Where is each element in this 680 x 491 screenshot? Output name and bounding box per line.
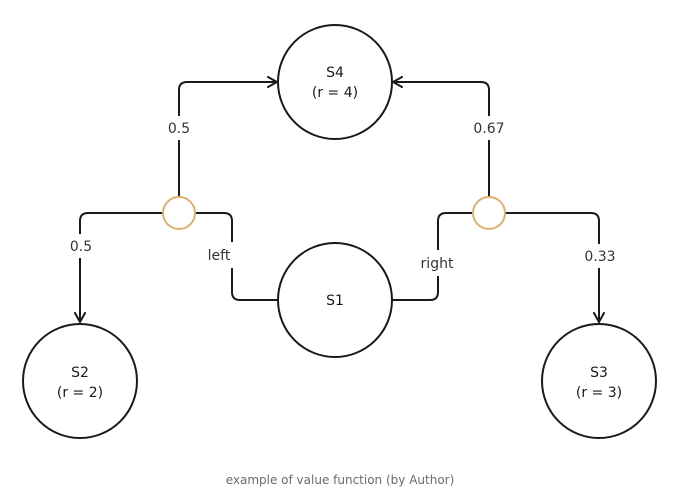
s2-reward: (r = 2): [57, 385, 103, 401]
prob-right-to-s4-label: 0.67: [473, 121, 504, 137]
state-node-s3: S3 (r = 3): [541, 323, 657, 439]
s3-reward: (r = 3): [576, 385, 622, 401]
edge-left-chance-to-s2: [74, 212, 164, 323]
s2-name: S2: [71, 365, 89, 381]
s4-name: S4: [326, 65, 344, 81]
action-left-label: left: [208, 248, 231, 264]
edge-right-chance-to-s3: [504, 212, 605, 323]
action-right-label: right: [421, 256, 454, 272]
prob-left-to-s4-label: 0.5: [168, 121, 190, 137]
s1-name: S1: [326, 293, 344, 309]
s3-name: S3: [590, 365, 608, 381]
left-chance-node: [162, 196, 196, 230]
edge-left-chance-to-s4: [178, 76, 278, 198]
right-chance-node: [472, 196, 506, 230]
state-node-s1: S1: [277, 242, 393, 358]
state-node-s2: S2 (r = 2): [22, 323, 138, 439]
s4-reward: (r = 4): [312, 85, 358, 101]
edge-right-chance-to-s4: [392, 76, 490, 198]
state-node-s4: S4 (r = 4): [277, 24, 393, 140]
prob-left-to-s2-label: 0.5: [70, 239, 92, 255]
prob-right-to-s3-label: 0.33: [584, 249, 615, 265]
figure-caption: example of value function (by Author): [225, 473, 455, 487]
